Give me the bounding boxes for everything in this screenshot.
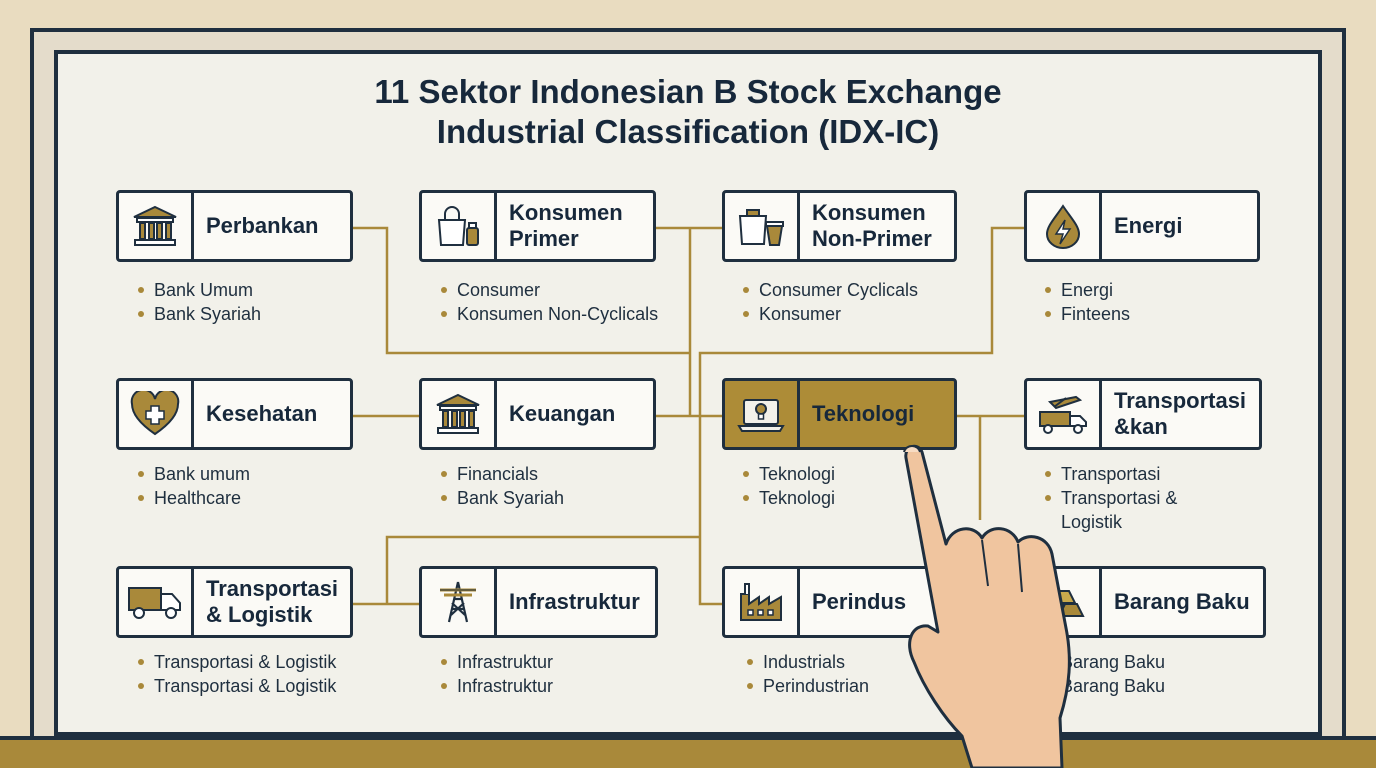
sector-card-perindus[interactable]: Perindus: [722, 566, 957, 638]
power-tower-icon: [422, 569, 497, 635]
bullet-item: Konsumen Non-Cyclicals: [437, 302, 658, 326]
bullet-item: Infrastruktur: [437, 650, 553, 674]
sector-label: Keuangan: [509, 401, 616, 426]
bullet-item: Industrials: [743, 650, 869, 674]
bullet-item: Financials: [437, 462, 564, 486]
bullet-item: Transportasi & Logistik: [1041, 486, 1241, 534]
shopping-bag-cup-icon: [725, 193, 800, 259]
bullet-item: Teknologi: [739, 462, 835, 486]
sector-label: Barang Baku: [1114, 589, 1250, 614]
bullet-item: Healthcare: [134, 486, 250, 510]
factory-icon: [725, 569, 800, 635]
sector-label: Perbankan: [206, 213, 319, 238]
bullet-item: Transportasi: [1041, 462, 1241, 486]
sector-bullets-konsumen-primer: Consumer Konsumen Non-Cyclicals: [437, 278, 658, 326]
connector-bottom-bridge: [385, 535, 700, 604]
sector-bullets-keuangan: Financials Bank Syariah: [437, 462, 564, 510]
sector-bullets-kesehatan: Bank umum Healthcare: [134, 462, 250, 510]
sector-card-perbankan[interactable]: Perbankan: [116, 190, 353, 262]
diagram-title: 11 Sektor Indonesian B Stock Exchange In…: [0, 72, 1376, 152]
sector-label: Transportasi &kan: [1114, 388, 1247, 439]
bullet-item: Bank Syariah: [437, 486, 564, 510]
bank-building-icon: [422, 381, 497, 447]
bullet-item: Bank Umum: [134, 278, 261, 302]
sector-bullets-transportasi-logistik: Transportasi & Logistik Transportasi & L…: [134, 650, 336, 698]
sector-card-konsumen-non-primer[interactable]: Konsumen Non-Primer: [722, 190, 957, 262]
sector-label: Energi: [1114, 213, 1183, 238]
sector-card-transportasi-kan[interactable]: Transportasi &kan: [1024, 378, 1262, 450]
connector-energi: [698, 226, 1024, 606]
title-line-1: 11 Sektor Indonesian B Stock Exchange: [374, 73, 1002, 110]
sector-card-keuangan[interactable]: Keuangan: [419, 378, 656, 450]
sector-card-teknologi[interactable]: Teknologi: [722, 378, 957, 450]
bullet-item: Consumer Cyclicals: [739, 278, 918, 302]
board-ledge: [0, 736, 1376, 768]
shopping-bag-icon: [422, 193, 497, 259]
sector-label: Infrastruktur: [509, 589, 640, 614]
delivery-truck-icon: [119, 569, 194, 635]
sector-bullets-transportasi-kan: Transportasi Transportasi & Logistik: [1041, 462, 1241, 534]
heart-plus-icon: [119, 381, 194, 447]
sector-card-transportasi-logistik[interactable]: Transportasi & Logistik: [116, 566, 353, 638]
sector-bullets-perindus: Industrials Perindustrian: [743, 650, 869, 698]
sector-bullets-konsumen-non-primer: Consumer Cyclicals Konsumer: [739, 278, 918, 326]
connector-perbankan-keuangan: [352, 226, 690, 355]
bullet-item: Bank umum: [134, 462, 250, 486]
sector-bullets-perbankan: Bank Umum Bank Syariah: [134, 278, 261, 326]
sector-card-infrastruktur[interactable]: Infrastruktur: [419, 566, 658, 638]
sector-card-energi[interactable]: Energi: [1024, 190, 1260, 262]
bullet-item: Finteens: [1041, 302, 1130, 326]
sector-label: Konsumen Non-Primer: [812, 200, 932, 251]
sector-label: Transportasi & Logistik: [206, 576, 339, 627]
bullet-item: Bank Syariah: [134, 302, 261, 326]
bullet-item: Infrastruktur: [437, 674, 553, 698]
pointing-hand-icon: [903, 444, 1071, 768]
sector-bullets-teknologi: Teknologi Teknologi: [739, 462, 835, 510]
sector-label: Konsumen Primer: [509, 200, 623, 251]
sector-card-kesehatan[interactable]: Kesehatan: [116, 378, 353, 450]
sector-card-konsumen-primer[interactable]: Konsumen Primer: [419, 190, 656, 262]
bullet-item: Consumer: [437, 278, 658, 302]
bullet-item: Energi: [1041, 278, 1130, 302]
sector-label: Kesehatan: [206, 401, 318, 426]
bullet-item: Transportasi & Logistik: [134, 650, 336, 674]
laptop-bulb-icon: [725, 381, 800, 447]
bank-building-icon: [119, 193, 194, 259]
sector-label: Teknologi: [812, 401, 915, 426]
sector-bullets-barang-baku: Barang Baku Barang Baku: [1041, 650, 1165, 698]
bullet-item: Teknologi: [739, 486, 835, 510]
sector-label: Perindus: [812, 589, 907, 614]
sector-bullets-energi: Energi Finteens: [1041, 278, 1130, 326]
plane-truck-icon: [1027, 381, 1102, 447]
energy-drop-icon: [1027, 193, 1102, 259]
sector-bullets-infrastruktur: Infrastruktur Infrastruktur: [437, 650, 553, 698]
title-line-2: Industrial Classification (IDX-IC): [436, 113, 940, 150]
bullet-item: Konsumer: [739, 302, 918, 326]
bullet-item: Perindustrian: [743, 674, 869, 698]
bullet-item: Transportasi & Logistik: [134, 674, 336, 698]
